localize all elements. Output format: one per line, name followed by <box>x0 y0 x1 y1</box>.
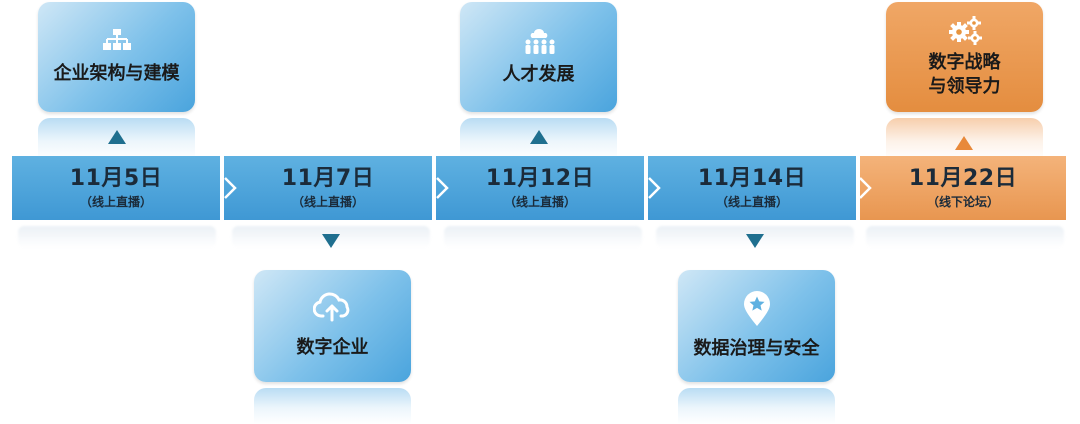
card-label: 人才发展 <box>502 64 575 85</box>
card-data-governance: 数据治理与安全 <box>678 270 835 382</box>
date-label: 11月5日 <box>69 166 163 191</box>
card-label: 数据治理与安全 <box>693 338 820 359</box>
card-digital-enterprise: 数字企业 <box>254 270 411 382</box>
triangle-up-icon <box>955 136 973 150</box>
org-chart-icon <box>102 29 131 50</box>
timeline-segment-3: 11月12日 （线上直播） <box>436 156 644 220</box>
timeline-shadow <box>444 226 642 248</box>
timeline-segment-4: 11月14日 （线上直播） <box>648 156 856 220</box>
card-reflection <box>678 388 835 424</box>
timeline-shadow <box>18 226 216 248</box>
mode-label: （线下论坛） <box>926 195 999 209</box>
triangle-up-icon <box>108 130 126 144</box>
timeline-segment-1: 11月5日 （线上直播） <box>12 156 220 220</box>
card-talent-development: 人才发展 <box>460 2 617 112</box>
date-label: 11月14日 <box>697 166 807 191</box>
timeline-shadow <box>866 226 1064 248</box>
date-label: 11月7日 <box>281 166 375 191</box>
mode-label: （线上直播） <box>79 195 152 209</box>
chevron-right-icon <box>436 177 449 199</box>
chevron-right-icon <box>224 177 237 199</box>
card-label: 数字企业 <box>296 337 369 358</box>
triangle-up-icon <box>530 130 548 144</box>
chevron-right-icon <box>859 177 872 199</box>
chevron-right-icon <box>648 177 661 199</box>
mode-label: （线上直播） <box>291 195 364 209</box>
card-org-architecture: 企业架构与建模 <box>38 2 195 112</box>
cloud-upload-icon <box>312 292 349 322</box>
date-label: 11月12日 <box>485 166 595 191</box>
mode-label: （线上直播） <box>503 195 576 209</box>
gears-icon <box>948 16 982 45</box>
location-star-icon <box>743 291 770 326</box>
people-group-icon <box>525 29 554 54</box>
card-digital-strategy: 数字战略 与领导力 <box>886 2 1043 112</box>
timeline-segment-2: 11月7日 （线上直播） <box>224 156 432 220</box>
mode-label: （线上直播） <box>715 195 788 209</box>
card-label-line2: 与领导力 <box>928 76 1001 97</box>
card-label-line1: 数字战略 <box>928 52 1001 73</box>
date-label: 11月22日 <box>908 166 1018 191</box>
card-reflection <box>254 388 411 424</box>
triangle-down-icon <box>322 234 340 248</box>
triangle-down-icon <box>746 234 764 248</box>
timeline-segment-5: 11月22日 （线下论坛） <box>860 156 1066 220</box>
card-label: 企业架构与建模 <box>53 63 180 84</box>
